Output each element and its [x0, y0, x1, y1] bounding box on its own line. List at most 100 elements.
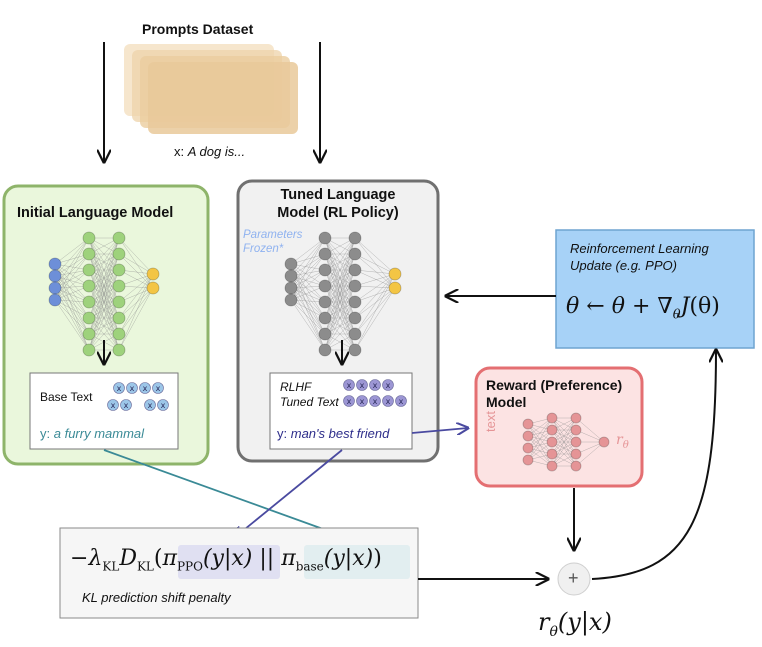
network-node: [522, 430, 534, 442]
token-glyph: [113, 382, 125, 394]
network-edge: [290, 269, 326, 301]
network-node: [82, 327, 96, 341]
network-node: [82, 231, 96, 245]
network-node: [284, 257, 298, 271]
rl-title-line1: Reinforcement Learning: [570, 241, 709, 256]
network-edge: [354, 269, 396, 275]
token-glyph: [382, 395, 394, 407]
prompt-x-text: A dog is...: [187, 144, 246, 159]
network-node: [284, 269, 298, 283]
network-node: [570, 448, 582, 460]
rl-title-line2: Update (e.g. PPO): [570, 258, 677, 273]
network-node: [348, 231, 362, 245]
network-edge: [290, 263, 326, 319]
tuned-output: y: man's best friend: [277, 426, 389, 441]
network-edge: [290, 275, 326, 319]
kl-pi-base-arg: (y|x): [323, 546, 374, 571]
network-edge: [354, 273, 396, 319]
rl-update-box: [555, 229, 755, 349]
rl-formula-sub: θ: [672, 307, 681, 323]
network-edge: [575, 441, 605, 467]
network-edge: [54, 263, 90, 287]
network-edge: [54, 275, 90, 335]
network-node: [348, 295, 362, 309]
reward-model-box: [474, 366, 644, 488]
network-edge: [354, 237, 396, 275]
network-edge: [118, 287, 154, 335]
prompt-x-prefix: x:: [174, 144, 188, 159]
network-edge: [118, 287, 154, 303]
network-edge: [354, 237, 396, 289]
network-node: [112, 279, 126, 293]
token-glyph-label: x: [347, 381, 352, 390]
kl-separator: ||: [259, 546, 275, 571]
network-edge: [290, 287, 326, 335]
kl-lambda: λ: [88, 546, 103, 571]
network-node: [348, 247, 362, 261]
token-glyph: [152, 382, 164, 394]
network-node: [112, 231, 126, 245]
network-node: [546, 448, 558, 460]
network-edge: [118, 237, 154, 275]
network-node: [318, 263, 332, 277]
network-edge: [54, 287, 90, 335]
network-edge: [54, 263, 90, 319]
network-edge: [354, 253, 396, 275]
network-node: [112, 343, 126, 357]
network-edge: [290, 263, 326, 303]
network-node: [522, 442, 534, 454]
kl-pi-ppo-highlight: [178, 545, 280, 579]
network-edge: [88, 285, 120, 351]
kl-pi-ppo-arg: (y|x): [202, 546, 253, 571]
tuned-frozen-line1: Parameters: [243, 229, 303, 241]
reward-score-formula: rθ(y|x): [538, 608, 612, 640]
network-edge: [324, 301, 356, 351]
network-node: [112, 263, 126, 277]
rl-formula-arg: (θ): [689, 294, 720, 319]
network-node: [522, 418, 534, 430]
network-node: [318, 247, 332, 261]
token-glyph-label: x: [399, 397, 404, 406]
tuned-model-title: Tuned Language Model (RL Policy): [258, 186, 418, 222]
kl-pi-ppo-sub: PPO: [176, 559, 203, 574]
token-glyph-label: x: [156, 384, 161, 393]
network-edge: [54, 253, 90, 301]
network-edge: [54, 275, 90, 319]
tuned-model-network: [284, 231, 402, 357]
token-glyph-label: x: [148, 401, 153, 410]
network-node: [522, 454, 534, 466]
network-node: [348, 311, 362, 325]
network-node: [146, 281, 160, 295]
network-edge: [54, 269, 90, 301]
reward-score-sub: θ: [549, 623, 558, 640]
network-node: [388, 281, 402, 295]
network-edge: [54, 275, 90, 303]
network-edge: [290, 299, 326, 319]
network-edge: [88, 317, 120, 351]
network-edge: [118, 287, 154, 319]
network-edge: [290, 253, 326, 301]
network-edge: [354, 273, 396, 303]
network-edge: [290, 299, 326, 351]
prompts-dataset-title: Prompts Dataset: [142, 21, 254, 37]
network-edge: [290, 275, 326, 335]
reward-title-line2: Model: [486, 394, 527, 410]
network-node: [318, 279, 332, 293]
network-edge: [290, 237, 326, 277]
network-edge: [551, 441, 577, 467]
network-edge: [118, 273, 154, 335]
network-edge: [354, 269, 396, 289]
network-node: [570, 424, 582, 436]
network-edge: [575, 417, 605, 443]
network-edge: [527, 429, 553, 461]
network-node: [82, 343, 96, 357]
network-edge: [54, 299, 90, 351]
network-edge: [290, 275, 326, 303]
network-edge: [54, 287, 90, 319]
network-edge: [354, 287, 396, 351]
token-glyph: [395, 395, 407, 407]
prompt-example: x: A dog is...: [174, 144, 245, 159]
initial-output: y: a furry mammal: [40, 426, 144, 441]
network-node: [82, 263, 96, 277]
